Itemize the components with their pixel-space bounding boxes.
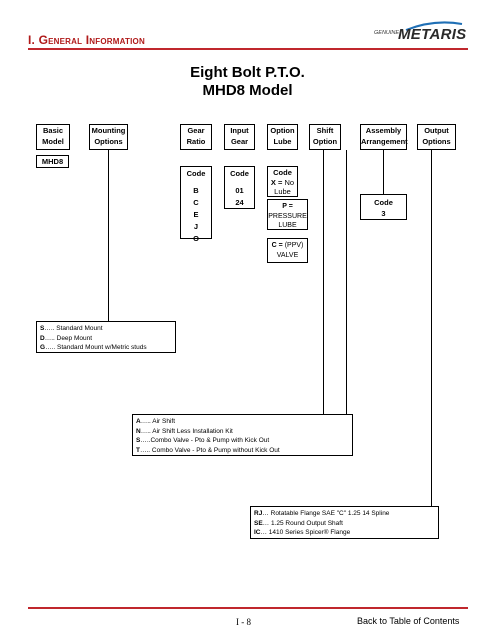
option-lube-x-box: Code X = No Lube (267, 166, 298, 197)
col-label: Options (422, 137, 451, 146)
code-head: Code (374, 198, 393, 207)
list-item: G….. Standard Mount w/Metric studs (40, 344, 147, 351)
col-assembly-arrangement: Assembly Arrangement (360, 124, 408, 150)
col-label: Option (312, 137, 338, 146)
col-option-lube: Option Lube (267, 124, 298, 150)
option-lube-p-box: P = PRESSURE LUBE (267, 199, 308, 230)
list-item: S….. Standard Mount (40, 325, 103, 332)
lube-code-p: P = (282, 203, 293, 210)
lube-label-c: (PPV) (284, 242, 304, 249)
list-item: SE… 1.25 Round Output Shaft (254, 519, 343, 527)
code-item: J (193, 222, 199, 231)
mounting-options-list: S….. Standard Mount D….. Deep Mount G…..… (36, 321, 176, 353)
col-label: Input (230, 126, 249, 135)
col-label: Mounting (91, 126, 126, 135)
model-code-box: MHD8 (36, 155, 69, 168)
list-item: IC… 1410 Series Spicer® Flange (254, 529, 351, 536)
col-shift-option: Shift Option (309, 124, 341, 150)
col-label: Gear (187, 126, 205, 135)
mounting-connector (108, 150, 109, 321)
lube-label-c2: VALVE (276, 252, 299, 259)
col-label: Model (42, 137, 64, 146)
code-item: C (193, 198, 199, 207)
input-gear-codes: Code 01 24 (224, 166, 255, 209)
footer-rule (28, 607, 468, 609)
col-input-gear: Input Gear (224, 124, 255, 150)
option-lube-c-box: C = (PPV) VALVE (267, 238, 308, 263)
section-title-text: I. General Information (28, 33, 145, 47)
lube-label-p: PRESSURE (268, 212, 307, 220)
list-item: D….. Deep Mount (40, 334, 93, 342)
col-label: Arrangement (361, 137, 408, 146)
code-head: Code (186, 169, 206, 178)
code-item: 24 (235, 198, 244, 207)
list-item: A….. Air Shift (136, 418, 176, 425)
lube-code-c: C = (271, 242, 283, 249)
code-item: 01 (235, 186, 244, 195)
col-label: Assembly (365, 126, 402, 135)
assembly-code-box: Code 3 (360, 194, 407, 220)
code-item: O (193, 234, 199, 243)
lube-code-x: X = (270, 177, 283, 187)
shift-connector-1 (346, 150, 347, 414)
col-label: Shift (316, 126, 334, 135)
col-basic-model: Basic Model (36, 124, 70, 150)
page-number: I - 8 (236, 617, 251, 627)
back-to-toc-link[interactable]: Back to Table of Contents (357, 616, 460, 626)
shift-connector-2 (323, 150, 324, 414)
col-gear-ratio: Gear Ratio (180, 124, 212, 150)
page-title: Eight Bolt P.T.O. (190, 64, 305, 81)
page-subtitle: MHD8 Model (202, 82, 293, 99)
col-label: Option (270, 126, 295, 135)
logo-genuine-text: GENUINE (374, 30, 400, 36)
gear-ratio-codes: Code B C E J O (180, 166, 212, 243)
list-item: RJ… Rotatable Flange SAE "C" 1.25 14 Spl… (254, 510, 390, 517)
col-mounting-options: Mounting Options (89, 124, 128, 150)
logo-brand-text: METARIS (398, 26, 467, 43)
col-output-options: Output Options (417, 124, 456, 150)
col-label: Options (94, 137, 123, 146)
section-title: I. General Information (28, 33, 145, 47)
lube-label-x: No (284, 177, 295, 187)
shift-options-list: A….. Air Shift N….. Air Shift Less Insta… (132, 414, 353, 456)
col-label: Gear (230, 137, 249, 146)
list-item: T….. Combo Valve - Pto & Pump without Ki… (136, 446, 280, 454)
code-head: Code (273, 168, 292, 177)
code-head: Code (230, 169, 249, 178)
metaris-logo: GENUINE METARIS (374, 21, 470, 46)
output-options-list: RJ… Rotatable Flange SAE "C" 1.25 14 Spl… (250, 506, 439, 539)
assembly-connector (383, 150, 384, 194)
col-label: Output (424, 126, 449, 135)
lube-label-x2: Lube (274, 187, 291, 196)
col-label: Ratio (186, 137, 206, 146)
code-item: E (193, 210, 199, 219)
list-item: S…..Combo Valve - Pto & Pump with Kick O… (136, 437, 270, 444)
logo-swoosh-icon (405, 21, 463, 31)
col-label: Lube (273, 137, 292, 146)
header-rule (28, 48, 468, 50)
output-connector (431, 150, 432, 506)
code-item: B (193, 186, 199, 195)
lube-label-p2: LUBE (278, 222, 297, 229)
list-item: N….. Air Shift Less Installation Kit (136, 427, 233, 435)
col-label: Basic (42, 126, 63, 135)
code-item: 3 (381, 209, 386, 218)
